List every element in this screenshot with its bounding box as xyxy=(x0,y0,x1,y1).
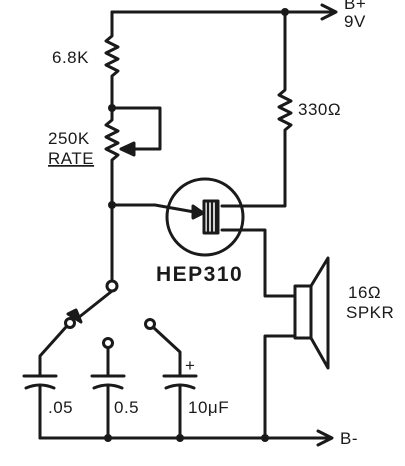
transistor-hep310 xyxy=(165,177,297,298)
speaker-name-label: SPKR xyxy=(346,303,394,322)
transistor-label: HEP310 xyxy=(156,263,243,286)
capacitor-005-label: .05 xyxy=(48,398,73,417)
speaker-impedance-label: 16Ω xyxy=(348,283,381,302)
capacitor-05-label: 0.5 xyxy=(114,398,139,417)
supply-negative-label: B- xyxy=(340,429,358,448)
resistor-6k8-label: 6.8K xyxy=(52,48,89,67)
negative-supply-rail xyxy=(38,429,334,447)
supply-voltage-label: 9V xyxy=(344,12,366,31)
potentiometer-name-label: RATE xyxy=(48,149,94,168)
capacitor-10uf xyxy=(152,326,198,440)
capacitor-polarity-label: + xyxy=(185,356,195,375)
base-connection xyxy=(108,201,202,215)
resistor-6k8 xyxy=(104,10,120,94)
rate-switch xyxy=(64,203,156,349)
capacitor-05 xyxy=(90,346,126,440)
capacitor-10uf-label: 10μF xyxy=(188,398,229,417)
rate-potentiometer xyxy=(104,90,162,207)
resistor-330-ohm xyxy=(220,10,293,208)
capacitor-005 xyxy=(22,325,68,440)
positive-supply-rail xyxy=(110,3,338,21)
supply-positive-label: B+ xyxy=(344,0,366,13)
potentiometer-value-label: 250K xyxy=(48,129,90,148)
resistor-330-label: 330Ω xyxy=(298,100,341,119)
speaker xyxy=(263,256,330,440)
